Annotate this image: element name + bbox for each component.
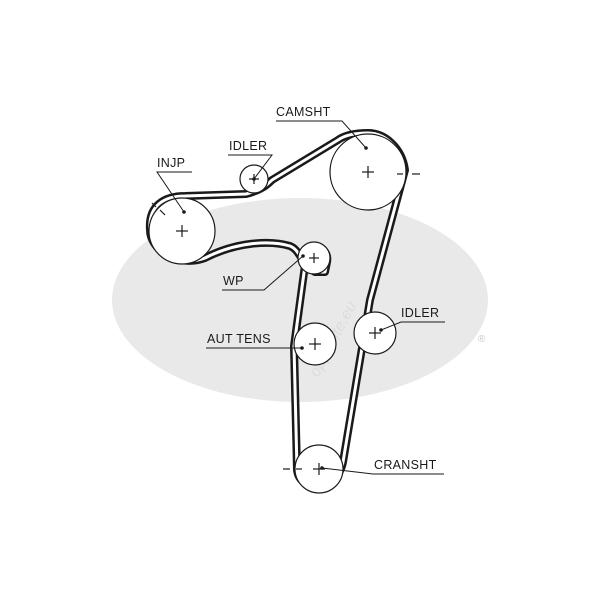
water-pump-leader <box>222 255 304 291</box>
idler-top-leader <box>228 154 273 180</box>
camshaft-leader-dot <box>364 146 368 150</box>
callout-crankshaft: CRANSHT <box>320 458 444 475</box>
crankshaft-leader <box>321 467 444 475</box>
crankshaft-leader-dot <box>320 466 324 470</box>
camshaft-label: CAMSHT <box>276 105 331 119</box>
camshaft-leader <box>276 120 367 149</box>
injection-pump-timing-mark-2 <box>159 209 166 216</box>
callout-camshaft: CAMSHT <box>276 105 368 150</box>
watermark-registered-mark: ® <box>478 334 486 345</box>
injection-pump-leader <box>156 171 192 213</box>
auto-tensioner-leader-dot <box>300 346 304 350</box>
callout-water-pump: WP <box>222 254 305 291</box>
idler-right-leader <box>380 321 445 331</box>
injection-pump-label: INJP <box>157 156 185 170</box>
pulley-camshaft <box>329 133 420 211</box>
water-pump-label: WP <box>223 274 244 288</box>
callout-idler-right: IDLER <box>379 306 445 332</box>
injection-pump-timing-mark-1 <box>151 202 157 208</box>
crankshaft-label: CRANSHT <box>374 458 437 472</box>
idler-right-label: IDLER <box>401 306 439 320</box>
injection-pump-leader-dot <box>182 210 186 214</box>
idler-top-label: IDLER <box>229 139 267 153</box>
water-pump-leader-dot <box>301 254 305 258</box>
idler-top-leader-dot <box>252 177 256 181</box>
callout-auto-tensioner: AUT TENS <box>206 332 304 350</box>
pulley-idler-right <box>353 311 397 355</box>
pulley-auto-tensioner <box>293 322 337 366</box>
pulley-injection-pump <box>148 197 216 265</box>
auto-tensioner-label: AUT TENS <box>207 332 271 346</box>
callout-idler-top: IDLER <box>228 139 273 181</box>
callout-injection-pump: INJP <box>156 156 192 214</box>
pulley-water-pump <box>297 241 331 275</box>
idler-right-leader-dot <box>379 328 383 332</box>
